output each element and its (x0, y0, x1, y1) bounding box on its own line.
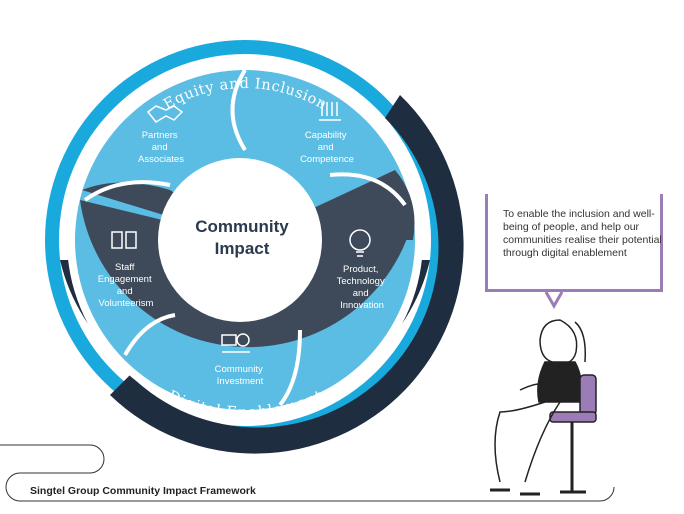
volunteer-hands-icon (111, 231, 137, 249)
center-title-1: Community (195, 217, 289, 236)
segment-staff: Staff Engagement and Volunteerism (98, 262, 155, 309)
speech-bubble-text: To enable the inclusion and well-being o… (503, 208, 662, 259)
segment-capability: Capability and Competence (300, 130, 354, 165)
segment-partners: Partners and Associates (138, 130, 184, 165)
digital-ring (110, 95, 464, 454)
speech-bubble (485, 194, 663, 292)
money-hand-icon (221, 333, 250, 353)
bubble-tail (544, 291, 564, 310)
caption-outline (0, 444, 615, 502)
center-circle (158, 158, 322, 322)
woman-illustration (490, 319, 597, 496)
lightbulb-gear-icon (349, 229, 371, 257)
handshake-icon (146, 105, 184, 123)
raised-fist-icon (319, 102, 341, 121)
segment-product: Product, Technology and Innovation (337, 264, 388, 311)
segment-community-investment: Community Investment (215, 364, 266, 387)
caption: Singtel Group Community Impact Framework (30, 485, 256, 497)
center-title-2: Impact (215, 239, 270, 258)
